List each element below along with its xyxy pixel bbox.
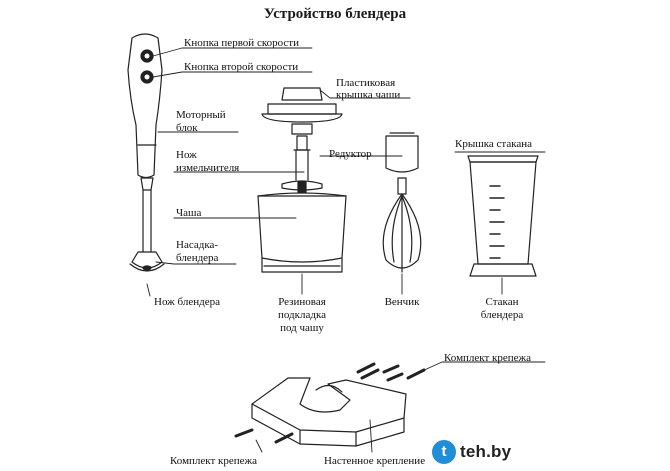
label-speed1-button: Кнопка первой скорости <box>184 37 299 49</box>
measuring-cup-illustration <box>467 155 539 277</box>
label-motor-line1: Моторный <box>176 109 226 121</box>
leader-lines <box>146 47 546 453</box>
label-cup-line2: блендера <box>480 309 524 321</box>
fasteners-bottom-illustration <box>234 428 294 444</box>
label-blender-knife: Нож блендера <box>154 296 220 308</box>
label-lid-line2: крышка чаши <box>336 89 401 101</box>
diagram-title: Устройство блендера <box>263 6 407 22</box>
watermark-text: teh.by <box>460 442 512 461</box>
fasteners-top-illustration <box>356 362 426 382</box>
label-cup-line1: Стакан <box>485 296 519 308</box>
label-rubber-line3: под чашу <box>280 322 324 334</box>
label-rubber-line1: Резиновая <box>278 296 326 308</box>
label-motor-line2: блок <box>176 122 198 134</box>
whisk-illustration <box>382 132 422 273</box>
label-chopper-knife-line2: измельчителя <box>176 162 240 174</box>
label-bowl: Чаша <box>176 207 202 219</box>
label-cup-lid: Крышка стакана <box>455 138 533 150</box>
label-wall-mount: Настенное крепление <box>324 455 426 467</box>
label-speed2-button: Кнопка второй скорости <box>184 61 299 73</box>
label-chopper-knife-line1: Нож <box>176 149 197 161</box>
label-whisk: Венчик <box>384 296 420 308</box>
label-rubber-line2: подкладка <box>277 309 327 321</box>
label-mount-kit-bottom: Комплект крепежа <box>170 455 258 467</box>
chopper-illustration <box>257 87 347 273</box>
watermark-logo-icon: t <box>432 440 456 464</box>
label-lid-line1: Пластиковая <box>336 77 396 89</box>
label-attachment-line2: блендера <box>176 252 219 264</box>
watermark: t teh.by <box>432 440 552 466</box>
hand-blender-illustration <box>127 33 165 272</box>
label-attachment-line1: Насадка- <box>176 239 219 251</box>
label-mount-kit-top: Комплект крепежа <box>444 352 532 364</box>
label-gearbox: Редуктор <box>329 148 372 160</box>
wall-mount-illustration <box>251 377 407 447</box>
